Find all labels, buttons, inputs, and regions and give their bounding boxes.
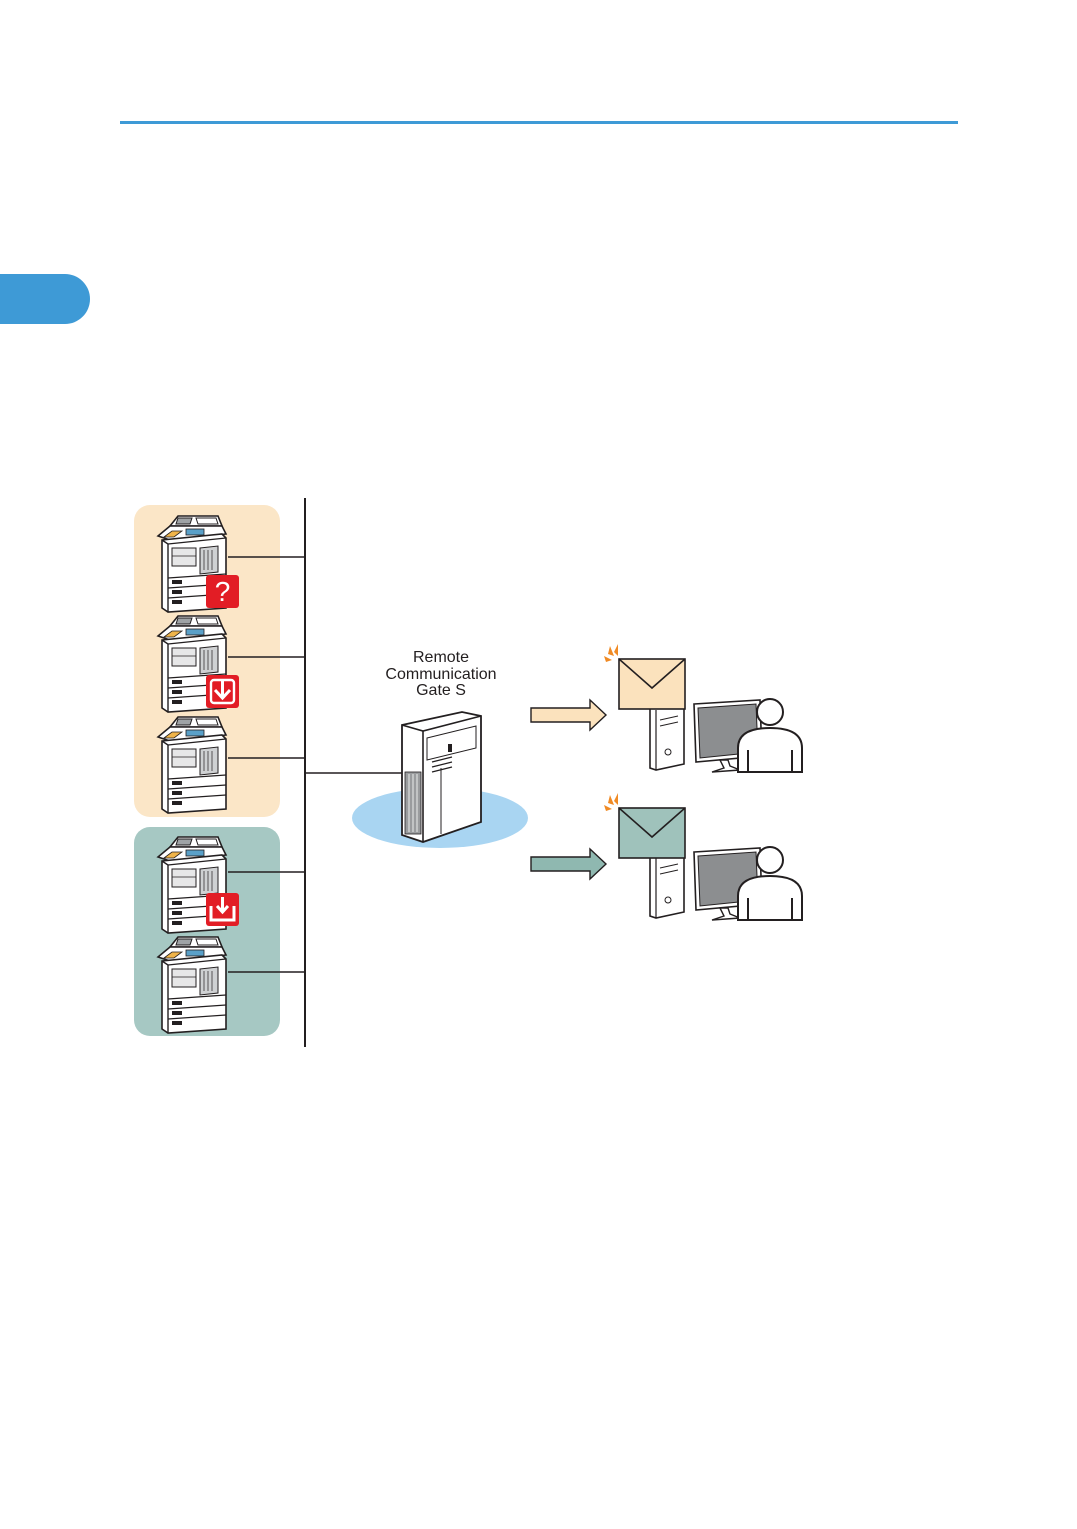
server-icon: [401, 711, 482, 843]
notify-arrow-1: [530, 698, 608, 732]
alert-burst-icon: [604, 644, 618, 662]
workstation-icon: [649, 698, 803, 773]
printer-icon: [157, 716, 227, 814]
download-icon: [206, 675, 239, 708]
svg-text:?: ?: [215, 576, 231, 607]
alert-burst-icon: [604, 793, 618, 811]
header-rule: [120, 121, 958, 124]
notify-arrow-2: [530, 847, 608, 881]
server-label: Remote Communication Gate S: [385, 649, 497, 699]
tray-download-icon: [206, 893, 239, 926]
email-envelope-icon: [618, 807, 686, 859]
email-envelope-icon: [618, 658, 686, 710]
chapter-tab: [0, 274, 90, 324]
printer-icon: [157, 936, 227, 1034]
question-icon: ?: [206, 575, 239, 608]
